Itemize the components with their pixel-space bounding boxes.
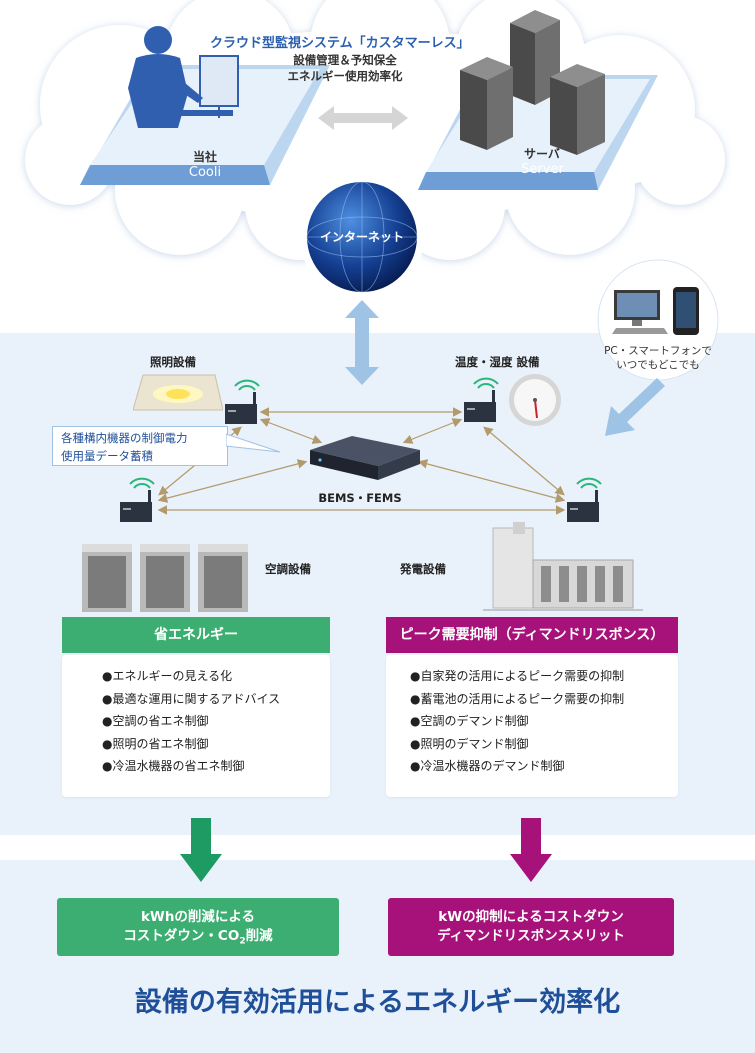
sensor-device-icon (225, 379, 260, 424)
left-panel-header-bg (62, 617, 330, 653)
aircon-label: 空調設備 (265, 562, 311, 576)
sensor-device-icon (464, 377, 499, 422)
temp-label: 温度・湿度 設備 (455, 355, 540, 369)
sensor-device-icon (567, 477, 602, 522)
gauge-icon (509, 374, 561, 426)
right-item: ●照明のデマンド制御 (410, 736, 529, 751)
bems-device-icon (310, 436, 420, 480)
result-left: kWhの削減による コストダウン・CO2削減 (57, 898, 339, 956)
left-panel-body: ●エネルギーの見える化 ●最適な運用に関するアドバイス ●空調の省エネ制御 ●照… (62, 655, 330, 797)
left-item: ●エネルギーの見える化 (102, 669, 233, 683)
callout-pointer (226, 433, 280, 453)
cloud-sub1: 設備管理＆予知保全 (293, 53, 397, 67)
left-item: ●冷温水機器の省エネ制御 (102, 759, 245, 773)
result-right: kWの抑制によるコストダウン ディマンドリスポンスメリット (388, 898, 674, 956)
internet-globe-icon (300, 175, 424, 299)
data-callout: 各種構内機器の制御電力 使用量データ蓄積 (52, 426, 228, 466)
right-panel-header: ピーク需要抑制（ディマンドリスポンス） (399, 627, 665, 643)
footer-title: 設備の有効活用によるエネルギー効率化 (134, 987, 621, 1018)
sensor-device-icon (120, 477, 155, 522)
internet-label: インターネット (319, 230, 404, 244)
bems-label: BEMS・FEMS (318, 491, 402, 505)
power-label: 発電設備 (400, 562, 446, 576)
company-label-en: Cooli (188, 165, 222, 180)
callout-line2: 使用量データ蓄積 (61, 449, 153, 463)
down-arrow-magenta-icon (510, 818, 552, 882)
down-arrow-green-icon (180, 818, 222, 882)
result-panel (0, 860, 755, 1053)
server-label-ja: サーバ (524, 147, 560, 161)
callout-line1: 各種構内機器の制御電力 (61, 431, 188, 445)
cloud-title: クラウド型監視システム「カスタマーレス」 (210, 36, 470, 51)
operator-person-icon (128, 26, 239, 128)
pc-icon (612, 290, 668, 334)
left-item: ●最適な運用に関するアドバイス (102, 691, 281, 706)
pc-arrow-icon (605, 378, 665, 436)
left-panel-header: 省エネルギー (154, 627, 238, 643)
server-icon (460, 10, 605, 155)
result-left-line2: コストダウン・CO2削減 (123, 928, 273, 947)
right-item: ●自家発の活用によるピーク需要の抑制 (410, 669, 625, 683)
right-panel-body: ●自家発の活用によるピーク需要の抑制 ●蓄電池の活用によるピーク需要の抑制 ●空… (386, 655, 678, 797)
right-panel-header-bg (386, 617, 678, 653)
server-label-en: Server (521, 162, 564, 177)
right-item: ●蓄電池の活用によるピーク需要の抑制 (410, 691, 625, 706)
left-item: ●空調の省エネ制御 (102, 714, 209, 728)
network-connections (157, 407, 566, 515)
lighting-icon (133, 374, 223, 411)
pc-line1: PC・スマートフォンで (604, 345, 712, 357)
result-right-line2: ディマンドリスポンスメリット (437, 928, 625, 944)
company-label-ja: 当社 (192, 150, 217, 164)
result-left-line1: kWhの削減による (140, 909, 256, 925)
lighting-label: 照明設備 (150, 355, 196, 369)
two-way-arrow-icon (318, 106, 408, 130)
right-item: ●空調のデマンド制御 (410, 714, 529, 728)
power-plant-icon (483, 522, 643, 611)
cloud-sub2: エネルギー使用効率化 (287, 69, 403, 83)
result-right-line1: kWの抑制によるコストダウン (438, 909, 624, 925)
smartphone-icon (673, 287, 699, 335)
right-item: ●冷温水機器のデマンド制御 (410, 759, 565, 773)
aircon-unit-icon (82, 544, 248, 612)
pc-line2: いつでもどこでも (616, 359, 700, 371)
vertical-arrow-icon (345, 300, 379, 385)
left-item: ●照明の省エネ制御 (102, 736, 209, 751)
